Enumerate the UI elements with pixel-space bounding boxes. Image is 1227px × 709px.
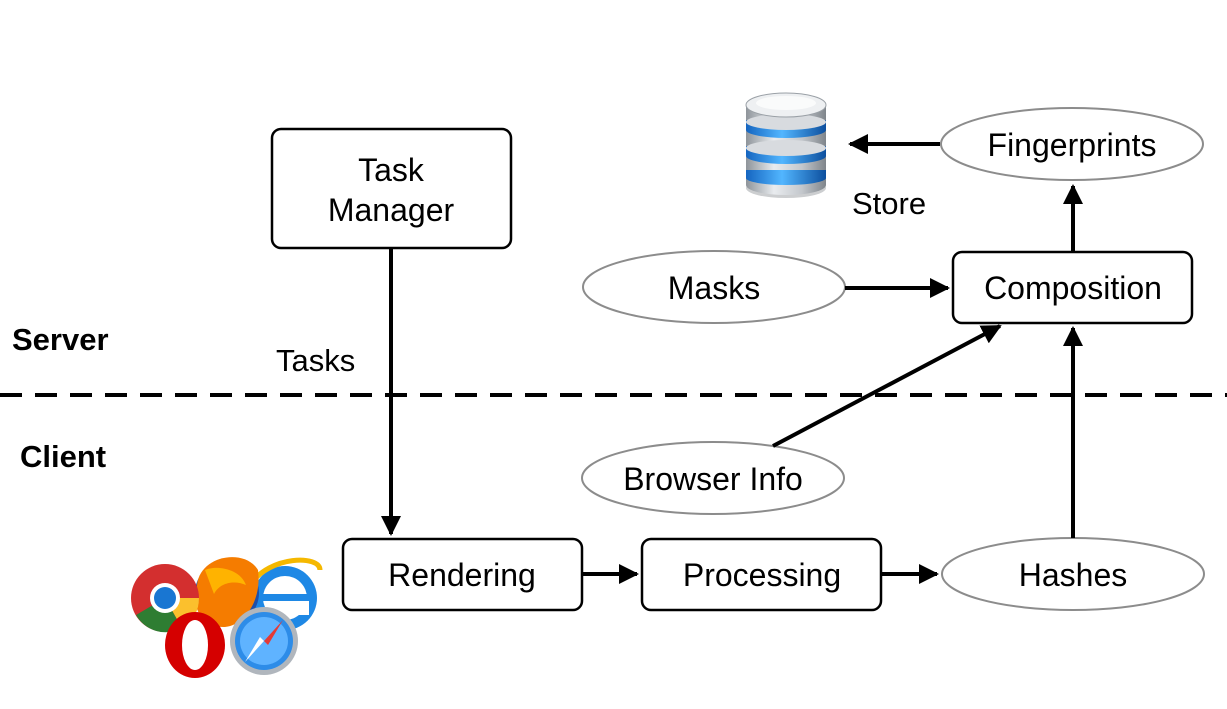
composition-node: Composition <box>951 250 1194 325</box>
task-manager-label-line2: Manager <box>328 192 455 228</box>
task-manager-node: Task Manager <box>270 127 513 250</box>
task-manager-label-line1: Task <box>358 152 425 188</box>
composition-label: Composition <box>984 270 1162 306</box>
store-label: Store <box>852 186 926 221</box>
safari-logo-icon <box>230 607 298 675</box>
chrome-logo-icon <box>131 564 200 633</box>
fingerprints-node: Fingerprints <box>940 107 1204 181</box>
processing-node: Processing <box>640 537 883 612</box>
server-zone-label: Server <box>12 322 109 357</box>
processing-label: Processing <box>683 557 841 593</box>
client-zone-label: Client <box>20 439 106 474</box>
hashes-node: Hashes <box>941 537 1205 611</box>
browser-logos-icon <box>131 557 323 678</box>
rendering-label: Rendering <box>388 557 536 593</box>
masks-node: Masks <box>582 250 846 324</box>
database-icon <box>745 92 827 198</box>
browser-info-label: Browser Info <box>623 461 803 497</box>
browser-info-node: Browser Info <box>581 441 845 515</box>
opera-logo-icon <box>165 612 225 678</box>
firefox-logo-icon <box>195 557 259 628</box>
hashes-label: Hashes <box>1019 557 1128 593</box>
masks-label: Masks <box>668 270 760 306</box>
fingerprints-label: Fingerprints <box>988 127 1157 163</box>
browser-info-to-composition-arrow <box>772 324 1002 448</box>
rendering-node: Rendering <box>341 537 584 612</box>
tasks-label: Tasks <box>276 343 355 378</box>
